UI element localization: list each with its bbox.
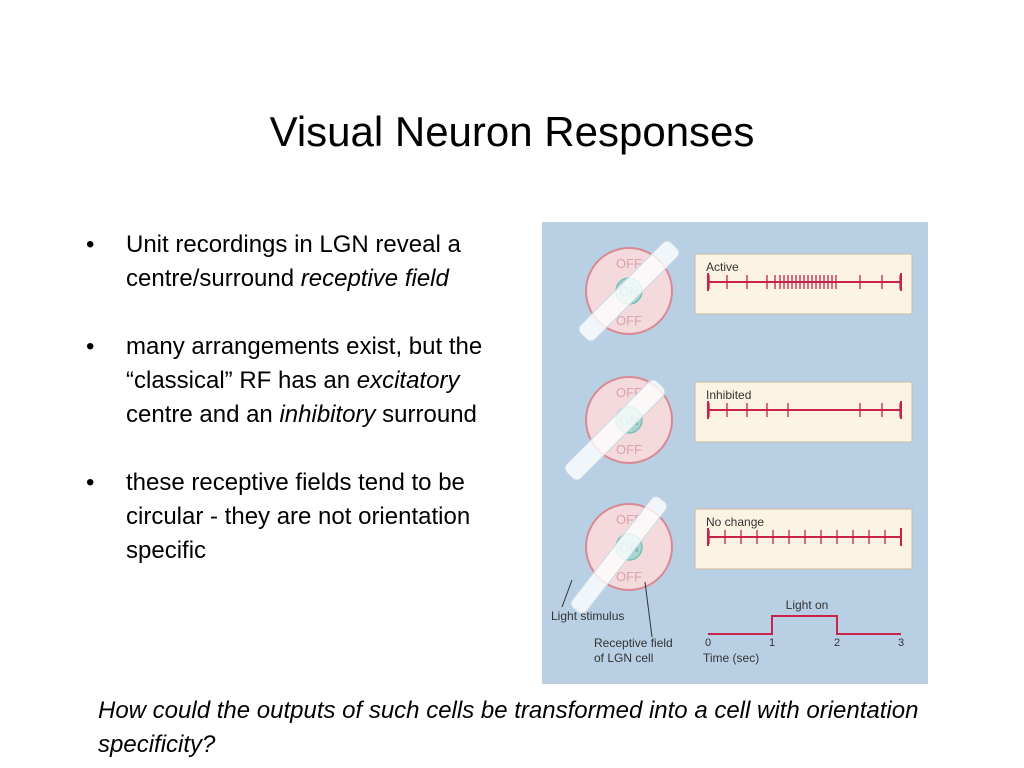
bullet-item: • these receptive fields tend to be circ… bbox=[86, 466, 506, 568]
off-label-bottom: OFF bbox=[616, 313, 642, 328]
light-stimulus-bar bbox=[564, 379, 666, 481]
response-box-bg bbox=[694, 508, 913, 570]
spike-train bbox=[707, 273, 902, 291]
light-on-label: Light on bbox=[786, 598, 829, 612]
bullet-text-1: Unit recordings in LGN reveal a centre/s… bbox=[126, 231, 461, 292]
receptive-field-2: OFF ON OFF bbox=[564, 376, 673, 481]
bullet-2-part-5: surround bbox=[375, 401, 477, 428]
bullet-2-part-4: inhibitory bbox=[279, 401, 376, 428]
light-stimulus-bar bbox=[570, 496, 668, 614]
spike-train bbox=[707, 528, 902, 546]
time-tick-3: 3 bbox=[898, 637, 904, 649]
response-box-1: Active bbox=[694, 253, 913, 315]
bullet-2-part-2: excitatory bbox=[356, 367, 460, 394]
lgn-response-figure: OFF ON OFF Active OFF ON OFF Inhibited bbox=[542, 222, 928, 684]
stimulus-leader-line bbox=[561, 579, 573, 608]
response-box-bg bbox=[694, 381, 913, 443]
bullet-1-part-2: receptive field bbox=[300, 265, 449, 292]
spike-train bbox=[707, 401, 902, 419]
response-label: Inhibited bbox=[706, 388, 751, 402]
response-box-3: No change bbox=[694, 508, 913, 570]
receptive-field-3: OFF ON OFF bbox=[570, 496, 673, 614]
closing-question: How could the outputs of such cells be t… bbox=[98, 697, 919, 758]
bullet-item: • many arrangements exist, but the “clas… bbox=[86, 330, 506, 432]
time-tick-2: 2 bbox=[834, 637, 840, 649]
off-label-top: OFF bbox=[616, 256, 642, 271]
light-stimulus-label: Light stimulus bbox=[551, 609, 624, 623]
bullet-list: • Unit recordings in LGN reveal a centre… bbox=[86, 228, 506, 602]
off-label-bottom: OFF bbox=[616, 569, 642, 584]
slide-title: Visual Neuron Responses bbox=[269, 108, 755, 155]
receptive-field-label-line2: of LGN cell bbox=[594, 651, 653, 665]
light-stimulus-bar bbox=[578, 240, 680, 342]
bullet-item: • Unit recordings in LGN reveal a centre… bbox=[86, 228, 506, 296]
time-tick-1: 1 bbox=[769, 637, 775, 649]
stimulus-timing-plot: Light on 0 1 2 3 Time (sec) bbox=[703, 598, 904, 665]
bullet-text-2: many arrangements exist, but the “classi… bbox=[126, 333, 482, 428]
bullet-dot-icon: • bbox=[86, 333, 95, 360]
response-box-2: Inhibited bbox=[694, 381, 913, 443]
figure-svg: OFF ON OFF Active OFF ON OFF Inhibited bbox=[551, 240, 913, 665]
bullet-text-3: these receptive fields tend to be circul… bbox=[126, 469, 470, 564]
bullet-dot-icon: • bbox=[86, 231, 95, 258]
receptive-field-label-line1: Receptive field bbox=[594, 636, 673, 650]
response-label: No change bbox=[706, 515, 764, 529]
time-tick-0: 0 bbox=[705, 637, 711, 649]
bullet-2-part-1: many arrangements exist, but the “classi… bbox=[126, 333, 483, 394]
response-label: Active bbox=[706, 260, 739, 274]
bullet-1-part-1: Unit recordings in LGN reveal a centre/s… bbox=[126, 231, 461, 292]
field-leader-line bbox=[644, 581, 653, 638]
time-axis-label: Time (sec) bbox=[703, 651, 759, 665]
bullet-2-part-3: centre and an bbox=[126, 401, 280, 428]
off-label-bottom: OFF bbox=[616, 442, 642, 457]
stimulus-step-trace bbox=[708, 615, 901, 635]
bullet-3-part-1: these receptive fields tend to be circul… bbox=[126, 469, 471, 564]
bullet-dot-icon: • bbox=[86, 469, 95, 496]
receptive-field-1: OFF ON OFF bbox=[578, 240, 680, 342]
